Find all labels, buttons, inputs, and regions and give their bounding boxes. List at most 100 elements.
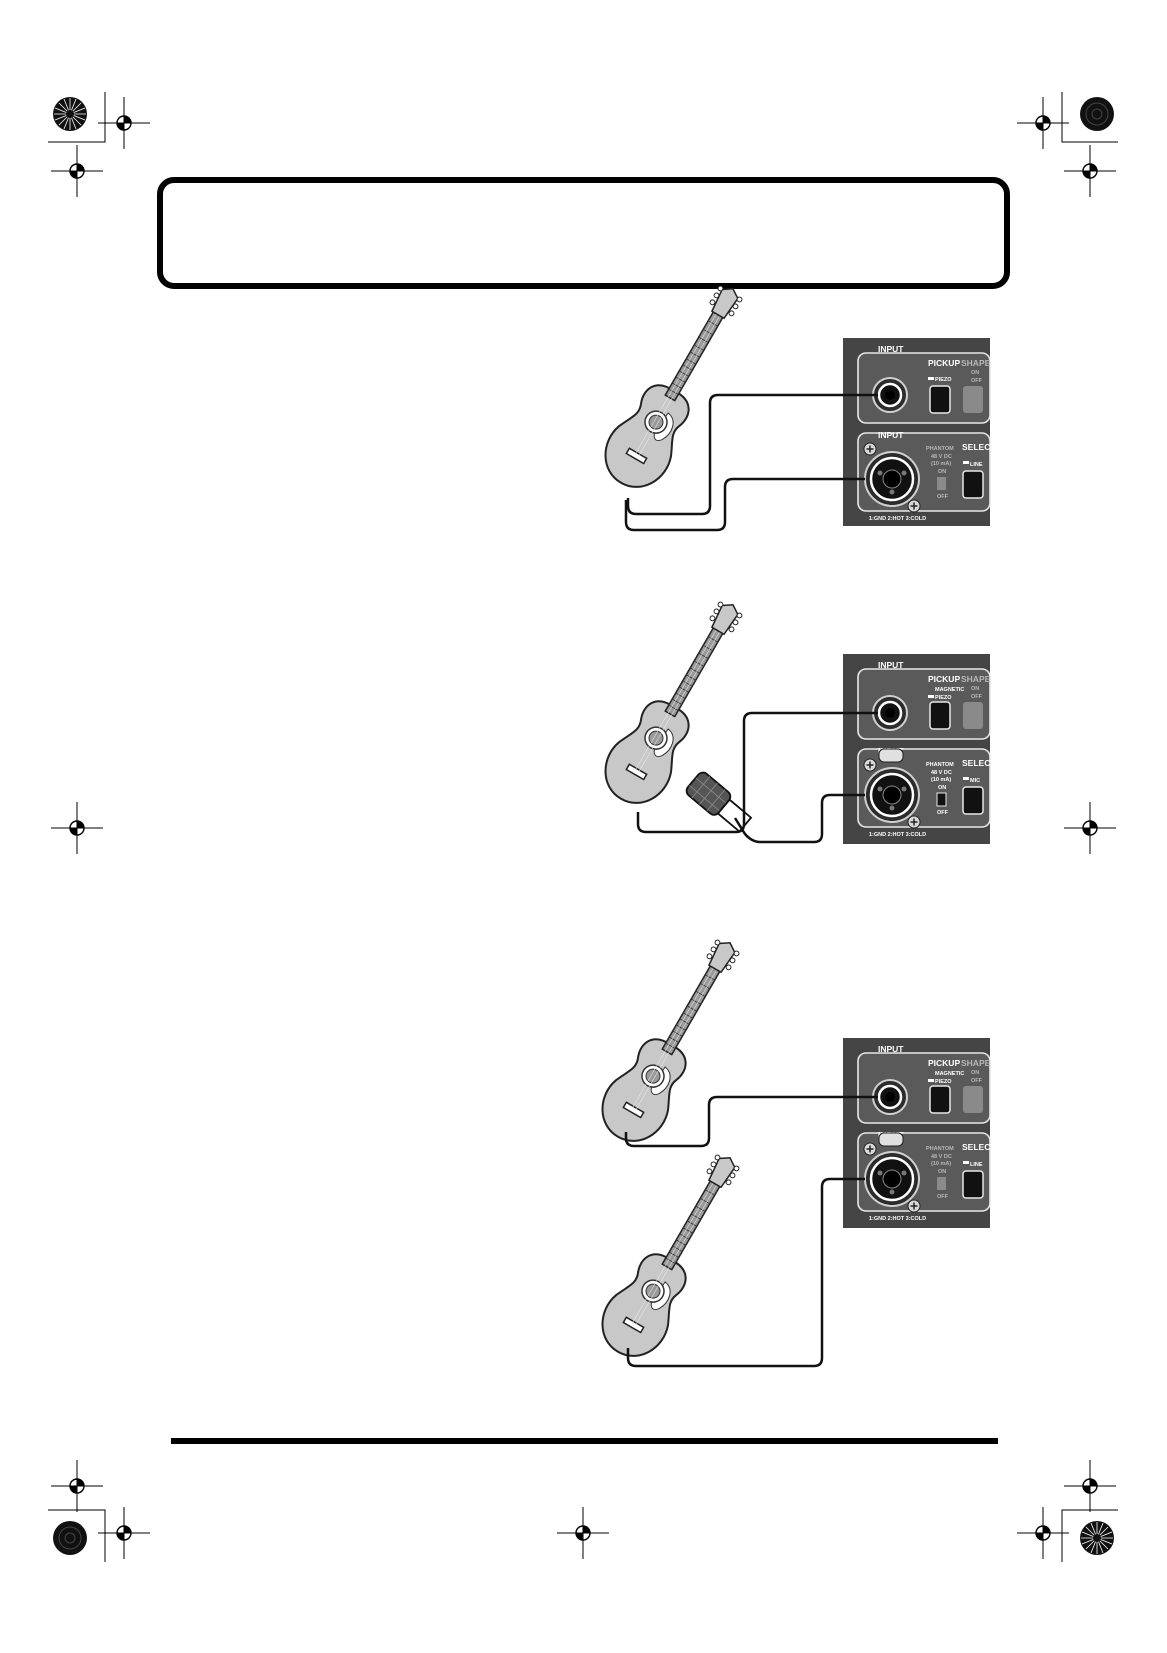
instrument-jack-icon <box>871 1078 909 1116</box>
panel-label-pickup: PICKUP <box>928 1058 960 1068</box>
phantom-switch[interactable] <box>937 1177 946 1190</box>
combo-xlr-jack-icon <box>863 1150 921 1208</box>
registration-crosshair-icon <box>1063 1459 1117 1513</box>
title-box <box>157 177 1010 289</box>
panel-label-select: SELECT <box>962 1142 996 1152</box>
acoustic-guitar <box>589 925 759 1154</box>
pickup-switch[interactable] <box>929 385 951 414</box>
pickup-switch[interactable] <box>929 1085 951 1114</box>
registration-marks <box>48 92 1118 1562</box>
panel-label-input: INPUT <box>878 430 904 440</box>
cables <box>636 711 878 844</box>
shape-switch[interactable] <box>963 702 983 729</box>
footer-rule <box>171 1438 998 1444</box>
phantom-option-off: OFF <box>937 494 949 500</box>
cable-to-instrument-jack <box>624 1095 878 1148</box>
panel-label-shape: SHAPE <box>961 358 991 368</box>
shape-option-off: OFF <box>971 1078 983 1084</box>
pickup-switch[interactable] <box>929 701 951 730</box>
input-panel: INPUT INPUT PICKUP SHAPE MAGNETIC PIEZO … <box>843 1038 996 1228</box>
cable-to-xlr-jack <box>626 1177 865 1368</box>
acoustic-guitar <box>592 271 762 500</box>
registration-crosshair-icon <box>1063 144 1117 198</box>
cable-to-instrument-jack <box>626 393 878 516</box>
select-option-line: LINE <box>970 462 983 468</box>
select-switch[interactable] <box>962 1170 984 1199</box>
acoustic-guitar <box>589 1140 759 1369</box>
registration-crosshair-icon <box>97 1506 151 1560</box>
instrument-jack-icon <box>871 376 909 414</box>
phantom-option-on: ON <box>938 469 946 475</box>
screw-icon <box>863 442 877 456</box>
phantom-switch[interactable] <box>937 477 946 490</box>
shape-switch[interactable] <box>963 1086 983 1113</box>
phantom-spec: (10 mA) <box>931 461 951 467</box>
select-option-mic: MIC <box>970 778 980 784</box>
calibration-target-icon <box>52 96 88 132</box>
panel-label-pickup: PICKUP <box>928 674 960 684</box>
pickup-option-piezo: PIEZO <box>935 1079 952 1085</box>
phantom-spec: 48 V DC <box>931 770 952 776</box>
panel-label-phantom: PHANTOM <box>926 446 954 452</box>
pickup-option-piezo: PIEZO <box>935 377 952 383</box>
registration-crosshair-icon <box>50 801 104 855</box>
diagram-guitar-piezo-connection: INPUT INPUT PICKUP SHAPE PIEZO ON OFF PH… <box>592 271 996 532</box>
phantom-option-off: OFF <box>937 810 949 816</box>
select-option-line: LINE <box>970 1162 983 1168</box>
xlr-pinout-label: 1:GND 2:HOT 3:COLD <box>869 1216 926 1222</box>
registration-crosshair-icon <box>50 144 104 198</box>
screw-icon <box>907 815 921 829</box>
input-panel: INPUT INPUT PICKUP SHAPE MAGNETIC PIEZO … <box>843 654 996 844</box>
panel-label-select: SELECT <box>962 758 996 768</box>
registration-crosshair-icon <box>50 1459 104 1513</box>
crop-lines <box>48 92 1118 1562</box>
instrument-jack-icon <box>871 694 909 732</box>
cable-to-xlr-jack <box>624 477 865 532</box>
phantom-option-on: ON <box>938 1169 946 1175</box>
phantom-option-off: OFF <box>937 1194 949 1200</box>
panel-label-shape: SHAPE <box>961 1058 991 1068</box>
screw-icon <box>907 1199 921 1213</box>
panel-label-select: SELECT <box>962 442 996 452</box>
shape-option-on: ON <box>971 370 979 376</box>
xlr-plug-icon <box>878 1132 904 1147</box>
cables <box>624 393 878 532</box>
panel-label-pickup: PICKUP <box>928 358 960 368</box>
diagram-two-guitars-connection: INPUT INPUT PICKUP SHAPE MAGNETIC PIEZO … <box>589 925 996 1369</box>
select-switch[interactable] <box>962 470 984 499</box>
cables <box>624 1095 878 1368</box>
screw-icon <box>863 1142 877 1156</box>
pickup-option-piezo: PIEZO <box>935 695 952 701</box>
cable-to-xlr-jack <box>733 793 865 844</box>
shape-option-off: OFF <box>971 378 983 384</box>
panel-label-shape: SHAPE <box>961 674 991 684</box>
phantom-spec: (10 mA) <box>931 777 951 783</box>
pickup-option-magnetic: MAGNETIC <box>935 687 964 693</box>
calibration-target-icon <box>1079 1520 1115 1556</box>
xlr-pinout-label: 1:GND 2:HOT 3:COLD <box>869 516 926 522</box>
phantom-spec: 48 V DC <box>931 1154 952 1160</box>
shape-switch[interactable] <box>963 386 983 413</box>
xlr-plug-icon <box>878 748 904 763</box>
combo-xlr-jack-icon <box>863 450 921 508</box>
panel-label-input: INPUT <box>878 344 904 354</box>
panel-label-phantom: PHANTOM <box>926 1146 954 1152</box>
panel-label-input: INPUT <box>878 1044 904 1054</box>
shape-option-on: ON <box>971 686 979 692</box>
acoustic-guitar <box>592 587 762 816</box>
shape-option-off: OFF <box>971 694 983 700</box>
registration-crosshair-icon <box>1063 801 1117 855</box>
panel-label-phantom: PHANTOM <box>926 762 954 768</box>
screw-icon <box>907 499 921 513</box>
phantom-option-on: ON <box>938 785 946 791</box>
diagram-guitar-and-mic-connection: INPUT INPUT PICKUP SHAPE MAGNETIC PIEZO … <box>592 587 996 844</box>
pickup-option-magnetic: MAGNETIC <box>935 1071 964 1077</box>
combo-xlr-jack-icon <box>863 766 921 824</box>
xlr-pinout-label: 1:GND 2:HOT 3:COLD <box>869 832 926 838</box>
select-switch[interactable] <box>962 786 984 815</box>
registration-crosshair-icon <box>1016 96 1070 150</box>
phantom-switch[interactable] <box>936 792 947 807</box>
phantom-spec: (10 mA) <box>931 1161 951 1167</box>
screw-icon <box>863 758 877 772</box>
